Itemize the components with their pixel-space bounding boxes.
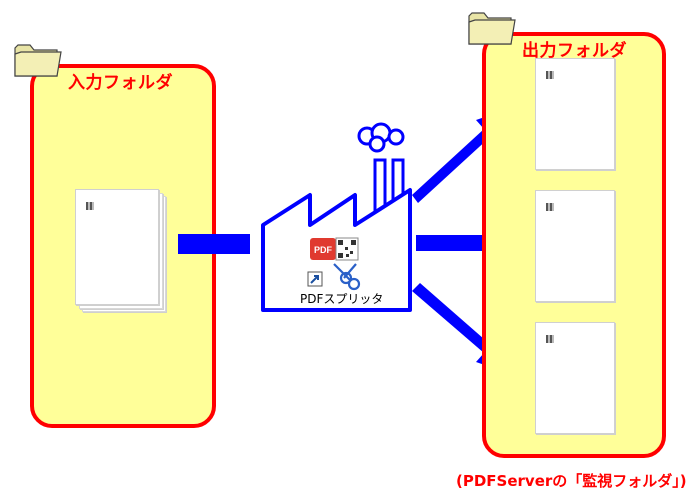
output-folder-icon — [468, 12, 516, 45]
qr-code-icon — [546, 71, 554, 79]
input-arrow-bar — [178, 234, 250, 254]
input-folder-icon — [14, 44, 62, 77]
pdf-splitter-label: PDFスプリッタ — [300, 292, 384, 306]
output-document-1 — [535, 58, 615, 170]
output-folder-label: 出力フォルダ — [522, 41, 627, 61]
output-document-3 — [535, 322, 615, 434]
qr-code-icon — [546, 335, 554, 343]
output-document-2 — [535, 190, 615, 302]
qr-code-icon — [86, 202, 94, 210]
input-document — [75, 189, 159, 305]
output-folder-caption: (PDFServerの「監視フォルダ」) — [456, 472, 687, 490]
qr-code-icon — [546, 203, 554, 211]
pdf-badge-text: PDF — [314, 245, 333, 255]
pdf-splitter-app-icon[interactable]: PDF — [306, 234, 366, 294]
input-folder-label: 入力フォルダ — [68, 73, 173, 93]
